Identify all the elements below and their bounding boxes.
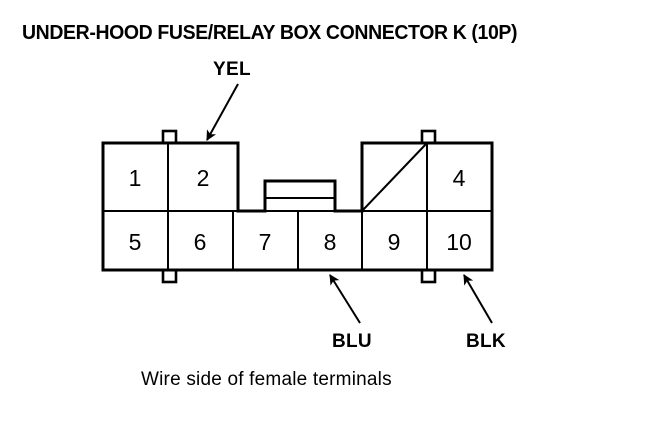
terminal-cavity-4: 4 bbox=[453, 165, 466, 191]
latch-tab-top-left bbox=[161, 129, 178, 145]
terminal-cavity-10: 10 bbox=[446, 229, 472, 255]
leader-arrow-blk bbox=[463, 274, 493, 324]
terminal-cavity-6: 6 bbox=[194, 229, 207, 255]
diagram-caption: Wire side of female terminals bbox=[141, 369, 392, 390]
page-title: UNDER-HOOD FUSE/RELAY BOX CONNECTOR K (1… bbox=[22, 21, 518, 44]
leader-arrow-blu bbox=[329, 274, 361, 324]
terminal-cavity-1: 1 bbox=[129, 165, 142, 191]
latch-tab-top-right bbox=[420, 129, 437, 145]
latch-tab-bottom-left bbox=[161, 268, 178, 284]
terminal-cavity-5: 5 bbox=[129, 229, 142, 255]
wire-label-blk: BLK bbox=[466, 331, 506, 352]
latch-tab-bottom-right bbox=[420, 268, 437, 284]
terminal-cavity-7: 7 bbox=[259, 229, 272, 255]
leader-arrow-yel bbox=[206, 83, 239, 141]
terminal-cavity-8: 8 bbox=[324, 229, 337, 255]
blanked-cavity-diagonal bbox=[361, 142, 428, 212]
terminal-cavity-9: 9 bbox=[388, 229, 401, 255]
wire-label-yel: YEL bbox=[213, 59, 251, 80]
wire-label-blu: BLU bbox=[332, 331, 372, 352]
terminal-cavity-2: 2 bbox=[197, 165, 210, 191]
